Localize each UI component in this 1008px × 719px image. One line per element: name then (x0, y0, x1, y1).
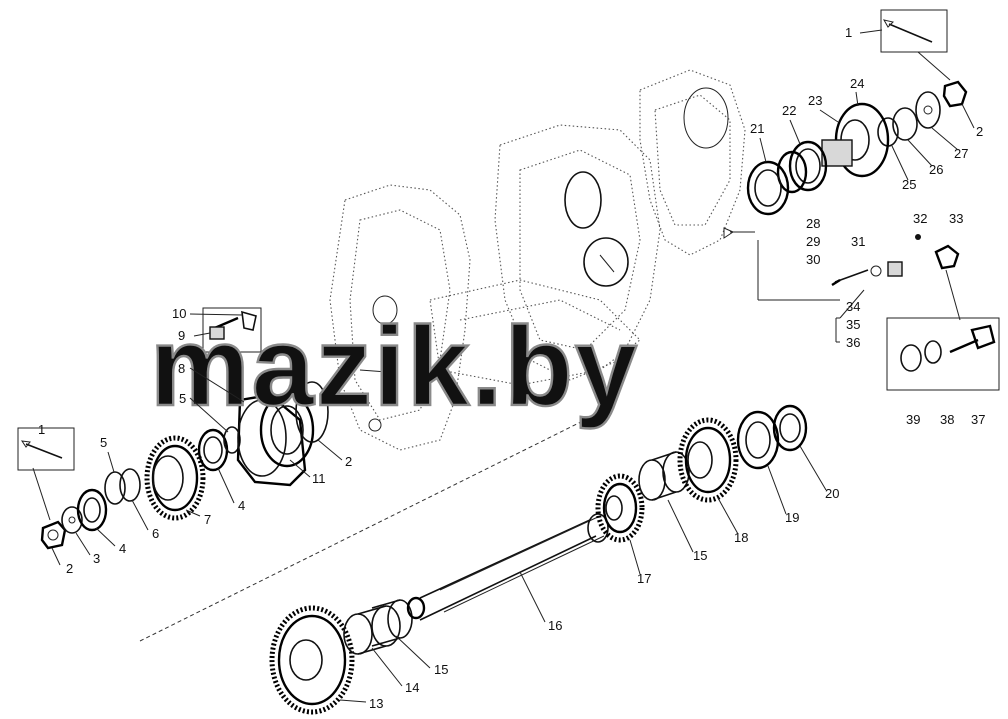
part-label-14: 14 (405, 680, 419, 695)
part-label-6: 6 (152, 526, 159, 541)
part-label-8: 8 (178, 361, 185, 376)
part-label-22: 22 (782, 103, 796, 118)
part-label-5: 5 (100, 435, 107, 450)
part-label-25: 25 (902, 177, 916, 192)
part-labels: 1 2 3 4 5 6 7 4 5 8 9 10 11 2 13 14 15 1… (38, 25, 985, 711)
gearbox-housing (329, 69, 755, 451)
part-label-7: 7 (204, 512, 211, 527)
part-label-36: 36 (846, 335, 860, 350)
part-label-19: 19 (785, 510, 799, 525)
part-label-30: 30 (806, 252, 820, 267)
part-label-24: 24 (850, 76, 864, 91)
part-label-4: 4 (119, 541, 126, 556)
part-label-34: 34 (846, 299, 860, 314)
part-label-38: 38 (940, 412, 954, 427)
part-label-17: 17 (637, 571, 651, 586)
part-label-15: 15 (434, 662, 448, 677)
part-label-39: 39 (906, 412, 920, 427)
upper-right-assembly (746, 9, 1000, 391)
left-output-assembly (17, 307, 606, 642)
part-label-15-right: 15 (693, 548, 707, 563)
part-label-26: 26 (929, 162, 943, 177)
part-label-29: 29 (806, 234, 820, 249)
part-label-31: 31 (851, 234, 865, 249)
leader-lines (51, 29, 975, 703)
part-label-11: 11 (312, 471, 326, 486)
part-label-5-upper: 5 (179, 391, 186, 406)
part-label-23: 23 (808, 93, 822, 108)
part-label-10: 10 (172, 306, 186, 321)
part-label-28: 28 (806, 216, 820, 231)
part-label-1-top: 1 (845, 25, 852, 40)
part-label-33: 33 (949, 211, 963, 226)
part-label-4-upper: 4 (238, 498, 245, 513)
part-label-35: 35 (846, 317, 860, 332)
part-label-21: 21 (750, 121, 764, 136)
part-label-20: 20 (825, 486, 839, 501)
part-label-18: 18 (734, 530, 748, 545)
part-label-37: 37 (971, 412, 985, 427)
part-label-32: 32 (913, 211, 927, 226)
part-label-16: 16 (548, 618, 562, 633)
part-label-2-cover: 2 (345, 454, 352, 469)
part-label-2: 2 (66, 561, 73, 576)
part-label-13: 13 (369, 696, 383, 711)
part-label-1: 1 (38, 422, 45, 437)
part-label-3: 3 (93, 551, 100, 566)
watermark: mazik.by (150, 304, 639, 429)
main-shaft-assembly (269, 404, 808, 715)
part-label-2-top: 2 (976, 124, 983, 139)
part-label-9: 9 (178, 328, 185, 343)
